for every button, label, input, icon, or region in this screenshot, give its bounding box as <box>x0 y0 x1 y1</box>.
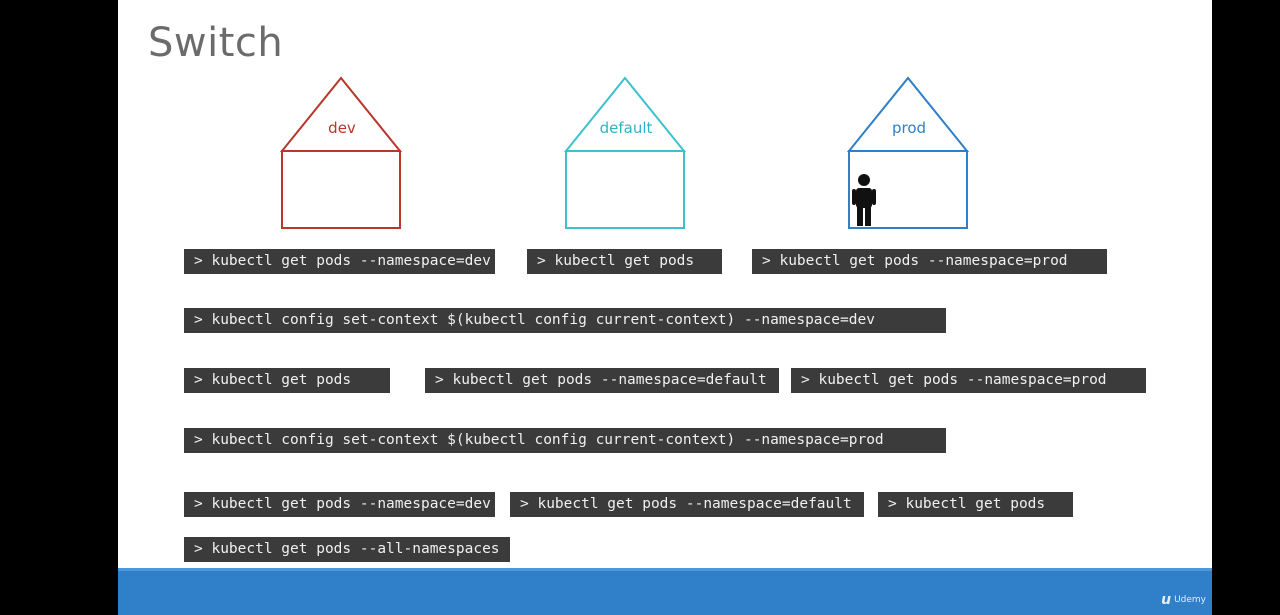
slide-title: Switch <box>148 20 284 66</box>
command-set-context-prod[interactable]: > kubectl config set-context $(kubectl c… <box>184 428 946 453</box>
house-default-label: default <box>599 119 653 137</box>
command-get-pods-default[interactable]: > kubectl get pods --namespace=default <box>510 492 864 517</box>
command-get-pods-prod[interactable]: > kubectl get pods --namespace=prod <box>791 368 1146 393</box>
command-get-pods-all-namespaces[interactable]: > kubectl get pods --all-namespaces <box>184 537 510 562</box>
house-prod: prod <box>847 76 971 232</box>
house-prod-outline-icon <box>847 76 970 229</box>
udemy-logo-icon: u <box>1161 592 1172 608</box>
command-set-context-dev[interactable]: > kubectl config set-context $(kubectl c… <box>184 308 946 333</box>
command-get-pods[interactable]: > kubectl get pods <box>878 492 1073 517</box>
brand-name: Udemy <box>1174 595 1206 605</box>
house-default: default <box>564 76 688 232</box>
house-prod-label: prod <box>891 119 927 137</box>
footer-bar: u Udemy <box>118 568 1212 615</box>
brand-logo: u Udemy <box>1161 592 1206 608</box>
command-get-pods[interactable]: > kubectl get pods <box>527 249 722 274</box>
house-default-outline-icon <box>564 76 687 229</box>
footer-divider <box>118 568 1212 571</box>
command-get-pods-dev[interactable]: > kubectl get pods --namespace=dev <box>184 249 495 274</box>
house-dev-outline-icon <box>280 76 403 229</box>
command-get-pods-dev[interactable]: > kubectl get pods --namespace=dev <box>184 492 495 517</box>
command-get-pods[interactable]: > kubectl get pods <box>184 368 390 393</box>
slide: Switch dev default prod > ku <box>118 0 1212 615</box>
command-get-pods-prod[interactable]: > kubectl get pods --namespace=prod <box>752 249 1107 274</box>
house-dev-label: dev <box>328 119 356 137</box>
command-get-pods-default[interactable]: > kubectl get pods --namespace=default <box>425 368 779 393</box>
house-dev: dev <box>280 76 404 232</box>
person-icon <box>852 174 876 226</box>
